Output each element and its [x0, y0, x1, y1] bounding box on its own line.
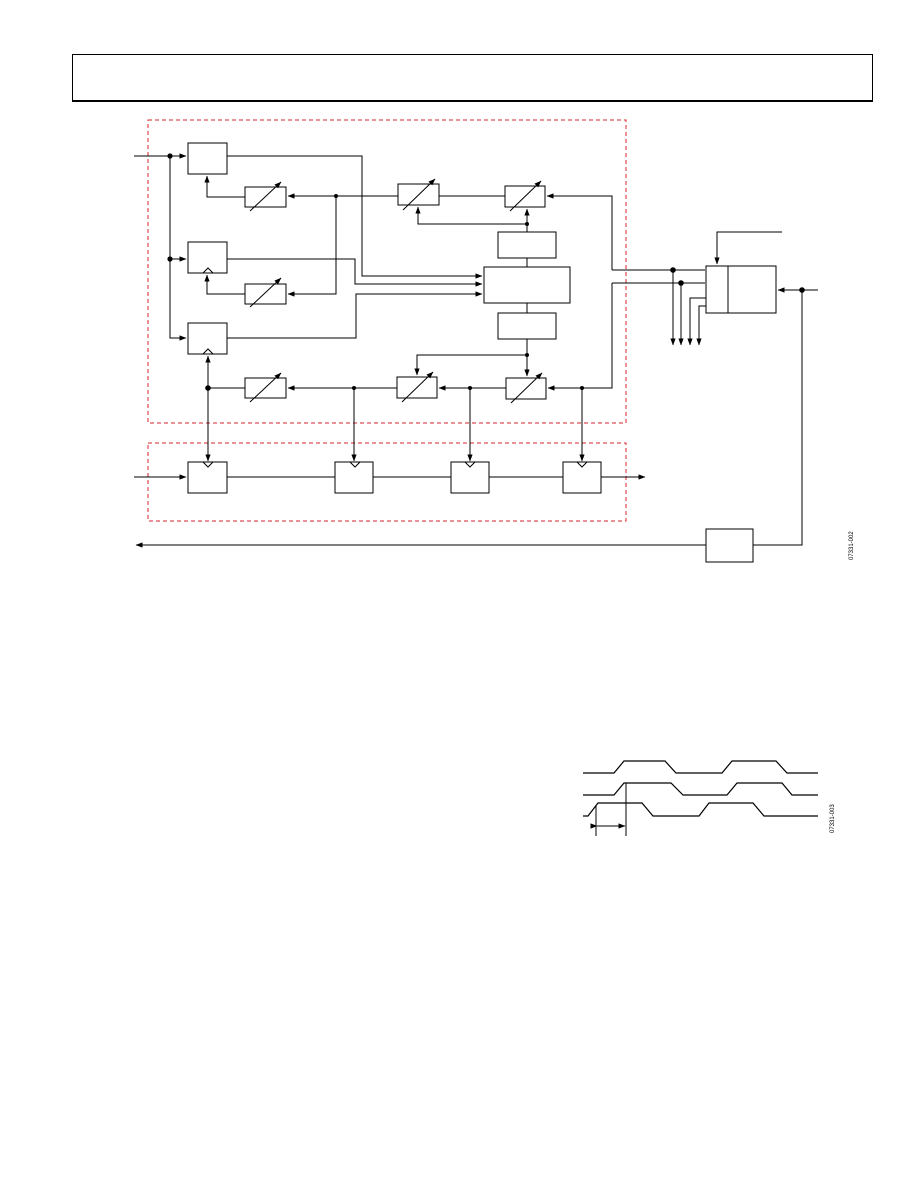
delay-arrow-1 [249, 181, 282, 212]
control-block-bottom [497, 312, 557, 340]
wire-clock-feedback-down [753, 290, 803, 546]
input-register-2 [187, 241, 228, 274]
delay-arrow-6 [401, 371, 434, 403]
timing-diagram-figure-id: 07331-003 [830, 804, 836, 833]
wire-bus-to-delay4 [546, 193, 613, 270]
page-header-box [72, 54, 873, 102]
delay-arrow-5 [249, 372, 282, 403]
wire-tap-to-delay2 [287, 196, 337, 297]
delay-arrow-3 [402, 178, 436, 211]
clock-notch-3 [202, 348, 214, 355]
control-logic-block [483, 266, 571, 304]
junction-dots [167, 153, 805, 391]
input-register-1 [187, 142, 228, 175]
block-diagram [134, 119, 818, 563]
wire-input-split-2 [169, 156, 187, 262]
clock-buffer-right [727, 265, 777, 314]
timing-waveform-3 [583, 802, 818, 817]
wire-bus-drop-3 [687, 297, 706, 346]
delay-block-2 [244, 283, 287, 305]
wire-delay2-to-reg2 [204, 274, 245, 295]
wire-ctrl-to-delay3 [415, 206, 527, 225]
output-notch-4 [576, 461, 588, 468]
upper-dashed-region [147, 119, 627, 424]
delay-arrow-7 [510, 372, 543, 404]
clock-buffer-left [705, 265, 729, 314]
wire-bus-to-delay7 [547, 283, 613, 391]
output-notch-2 [349, 461, 361, 468]
wire-bus-drop-4 [696, 305, 706, 346]
output-notch-1 [202, 461, 214, 468]
output-notch-3 [464, 461, 476, 468]
delay-arrow-2 [249, 277, 282, 308]
timing-diagram [583, 760, 818, 836]
wire-ctrl-to-delay6 [414, 354, 527, 376]
block-diagram-figure-id: 07331-002 [849, 531, 855, 560]
delay-block-3 [397, 183, 440, 206]
wire-input-split-3 [169, 259, 187, 341]
delay-arrow-4 [509, 180, 542, 212]
wire-reg3-out [227, 291, 483, 339]
feedback-buffer [705, 528, 754, 563]
timing-waveform-1 [583, 760, 818, 774]
wire-reg1-out [227, 155, 483, 279]
wire-delay1-to-reg1 [204, 175, 245, 198]
wire-reg2-out [227, 258, 483, 287]
control-block-top [497, 231, 557, 259]
lower-dashed-region [147, 442, 627, 522]
timing-waveform-2 [583, 782, 818, 796]
wire-control-in-top [714, 231, 782, 265]
clock-notch-2 [202, 267, 214, 274]
